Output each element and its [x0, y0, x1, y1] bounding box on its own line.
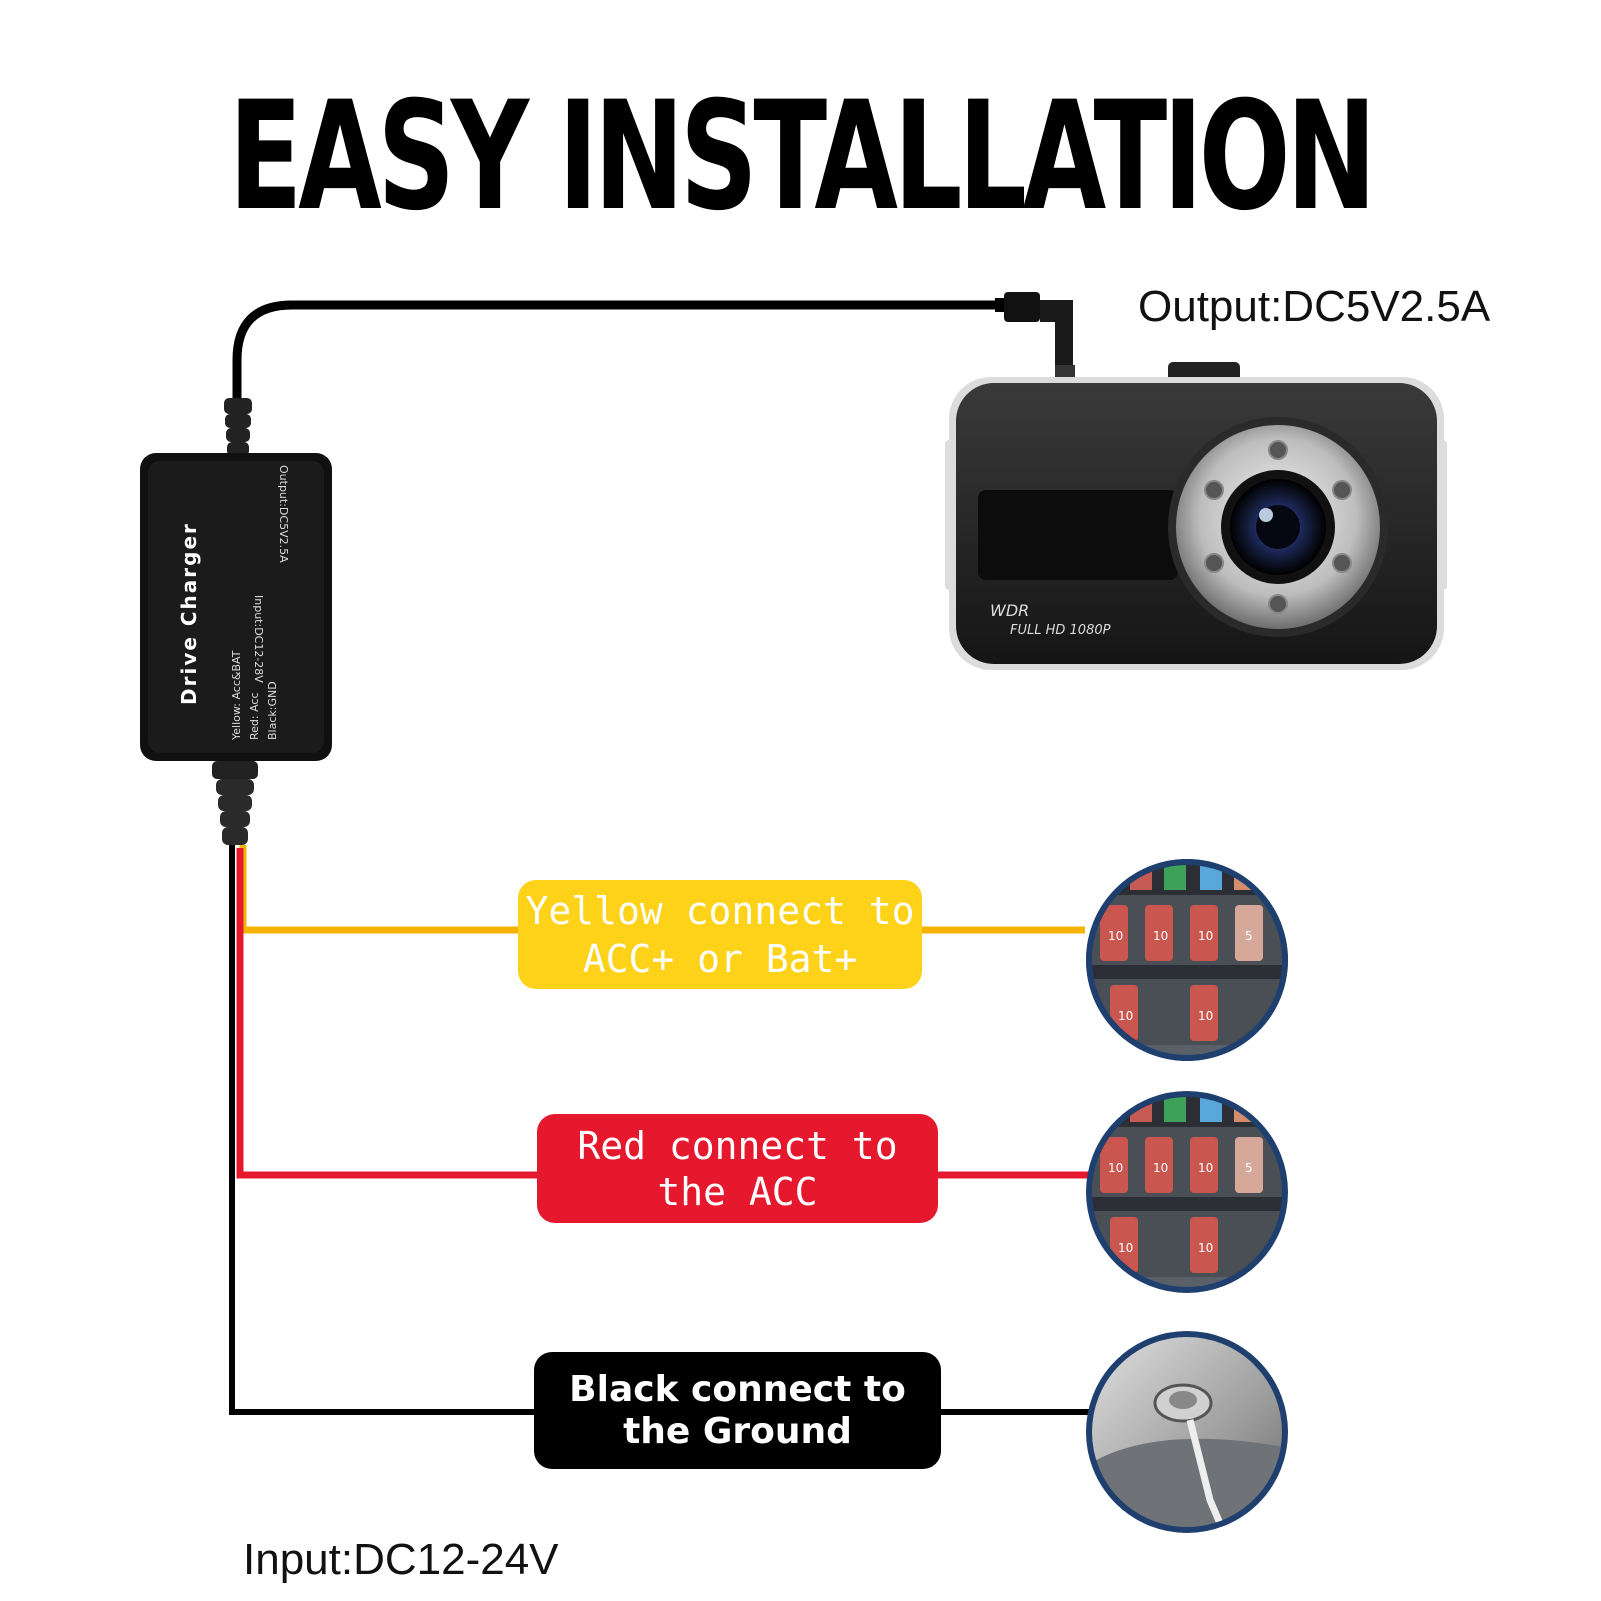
- red-label-line2: the ACC: [657, 1169, 818, 1214]
- fuse-label: 10: [1108, 929, 1123, 943]
- fuse-label: 10: [1108, 1161, 1123, 1175]
- yellow-label-line2: ACC+ or Bat+: [582, 936, 858, 981]
- fuse-label: 10: [1153, 1161, 1168, 1175]
- charger-cable-boot-top: [224, 398, 252, 456]
- black-wire: [229, 845, 534, 1415]
- charger-spec-input: Input:DC12-28V: [252, 595, 265, 683]
- charger-wire-red: Red: Acc: [248, 692, 261, 740]
- charger-wire-yellow: Yellow: Acc&BAT: [230, 650, 243, 741]
- charger-cable-boot-bottom: [212, 761, 258, 845]
- fuse-label: 10: [1198, 1161, 1213, 1175]
- yellow-wire-label: Yellow connect to ACC+ or Bat+: [518, 880, 922, 989]
- input-spec-label: Input:DC12-24V: [243, 1535, 559, 1584]
- output-spec-label: Output:DC5V2.5A: [1138, 282, 1491, 331]
- black-wire-label: Black connect to the Ground: [534, 1352, 941, 1469]
- yellow-label-line1: Yellow connect to: [525, 888, 915, 933]
- fuse-label: 10: [1153, 929, 1168, 943]
- page-title: EASY INSTALLATION: [228, 70, 1377, 244]
- fuse-label: 10: [1198, 1009, 1213, 1023]
- black-label-line2: the Ground: [623, 1410, 852, 1452]
- camera-badge-resolution: FULL HD 1080P: [1010, 623, 1111, 638]
- fuse-box-photo-acc-bat: 10 10 10 5 10 10: [1086, 859, 1288, 1061]
- red-wire: [236, 848, 537, 1179]
- usb-plug: [1004, 292, 1040, 322]
- fuse-label: 10: [1198, 929, 1213, 943]
- fuse-label: 5: [1245, 929, 1253, 943]
- fuse-label: 10: [1198, 1241, 1213, 1255]
- charger-name: Drive Charger: [177, 522, 201, 705]
- fuse-label: 5: [1245, 1161, 1253, 1175]
- ground-bolt-photo: [1086, 1331, 1288, 1533]
- black-label-line1: Black connect to: [569, 1368, 906, 1410]
- dash-camera: WDR FULL HD 1080P: [945, 362, 1447, 670]
- red-label-line1: Red connect to: [577, 1123, 898, 1168]
- usb-cable: [232, 300, 995, 404]
- charger-spec-output: Output:DC5V2.5A: [277, 465, 290, 563]
- ir-leds: [1204, 440, 1352, 614]
- charger-wire-black: Black:GND: [266, 681, 279, 740]
- drive-charger-box: Drive Charger Input:DC12-28V Output:DC5V…: [140, 453, 332, 761]
- fuse-label: 10: [1118, 1009, 1133, 1023]
- camera-badge-wdr: WDR: [990, 601, 1029, 620]
- fuse-label: 10: [1118, 1241, 1133, 1255]
- fuse-box-photo-acc: 10 10 10 5 10 10: [1086, 1091, 1288, 1293]
- yellow-wire: [239, 845, 518, 934]
- red-wire-label: Red connect to the ACC: [537, 1114, 938, 1223]
